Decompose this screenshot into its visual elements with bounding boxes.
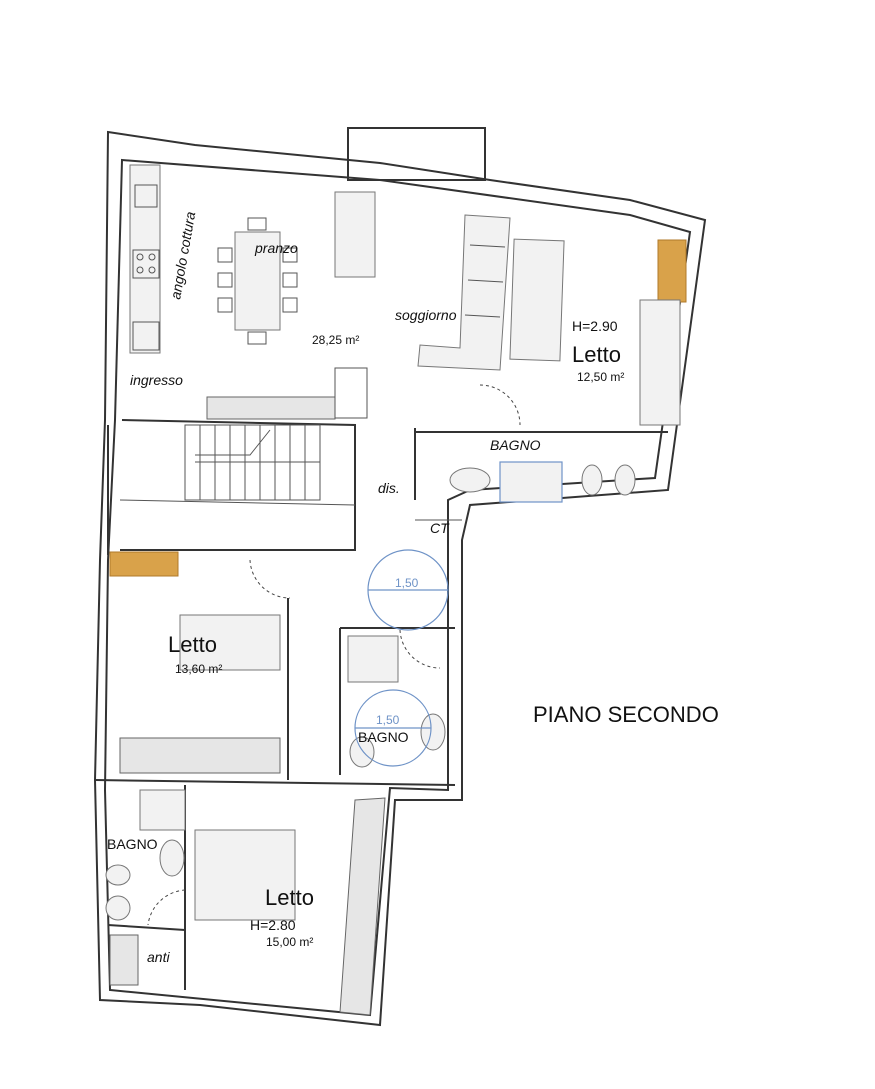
interior-walls	[94, 419, 668, 990]
label-turning-lower: 1,50	[376, 713, 400, 727]
shower-mid	[347, 635, 399, 683]
door-swings	[147, 384, 521, 926]
washbasin	[449, 467, 491, 493]
label-ct: CT	[430, 520, 450, 536]
plan-title: PIANO SECONDO	[533, 702, 719, 727]
dining-table	[217, 217, 298, 345]
cabinet-sw	[109, 934, 139, 986]
toilet-mid	[349, 736, 375, 768]
label-letto-ne: Letto	[572, 342, 621, 367]
label-bagno-mid: BAGNO	[358, 729, 409, 745]
label-letto-mid-area: 13,60 m²	[175, 662, 222, 676]
label-letto-sw-height: H=2.80	[250, 917, 296, 933]
label-letto-ne-height: H=2.90	[572, 318, 618, 334]
wood-cabinet-mid	[109, 551, 179, 577]
label-anti: anti	[147, 949, 170, 965]
label-letto-ne-area: 12,50 m²	[577, 370, 624, 384]
bed-sw	[194, 829, 296, 921]
washbasin-mid	[420, 713, 446, 751]
sofa	[417, 214, 511, 371]
label-letto-sw-area: 15,00 m²	[266, 935, 313, 949]
bidet-sw	[105, 864, 131, 886]
toilet	[614, 464, 636, 496]
kitchen	[129, 164, 161, 354]
washbasin-sw	[159, 839, 185, 877]
label-bagno-ne: BAGNO	[490, 437, 541, 453]
cooktop-icon	[132, 249, 160, 279]
label-pranzo: pranzo	[254, 240, 298, 256]
wardrobe-mid	[119, 737, 281, 774]
wood-cabinet	[657, 239, 687, 303]
sink-icon	[134, 184, 158, 208]
label-dis: dis.	[378, 480, 400, 496]
label-ingresso: ingresso	[130, 372, 183, 388]
fridge-icon	[132, 321, 160, 351]
label-letto-sw: Letto	[265, 885, 314, 910]
fireplace	[334, 191, 376, 278]
bidet	[581, 464, 603, 496]
staircase	[184, 424, 321, 501]
label-soggiorno: soggiorno	[395, 307, 457, 323]
cabinet	[206, 396, 336, 420]
wardrobe-sw	[339, 797, 386, 1016]
label-turning-upper: 1,50	[395, 576, 419, 590]
label-living-area: 28,25 m²	[312, 333, 359, 347]
toilet-sw	[105, 895, 131, 921]
bed-mid	[179, 614, 281, 671]
wardrobe	[639, 299, 681, 426]
pillar	[334, 367, 368, 419]
label-bagno-sw: BAGNO	[107, 836, 158, 852]
bathtub	[499, 461, 563, 503]
bed	[509, 238, 565, 362]
shower-sw	[139, 789, 186, 831]
label-angolo-cottura: angolo cottura	[167, 210, 198, 300]
label-letto-mid: Letto	[168, 632, 217, 657]
balcony	[347, 127, 486, 181]
